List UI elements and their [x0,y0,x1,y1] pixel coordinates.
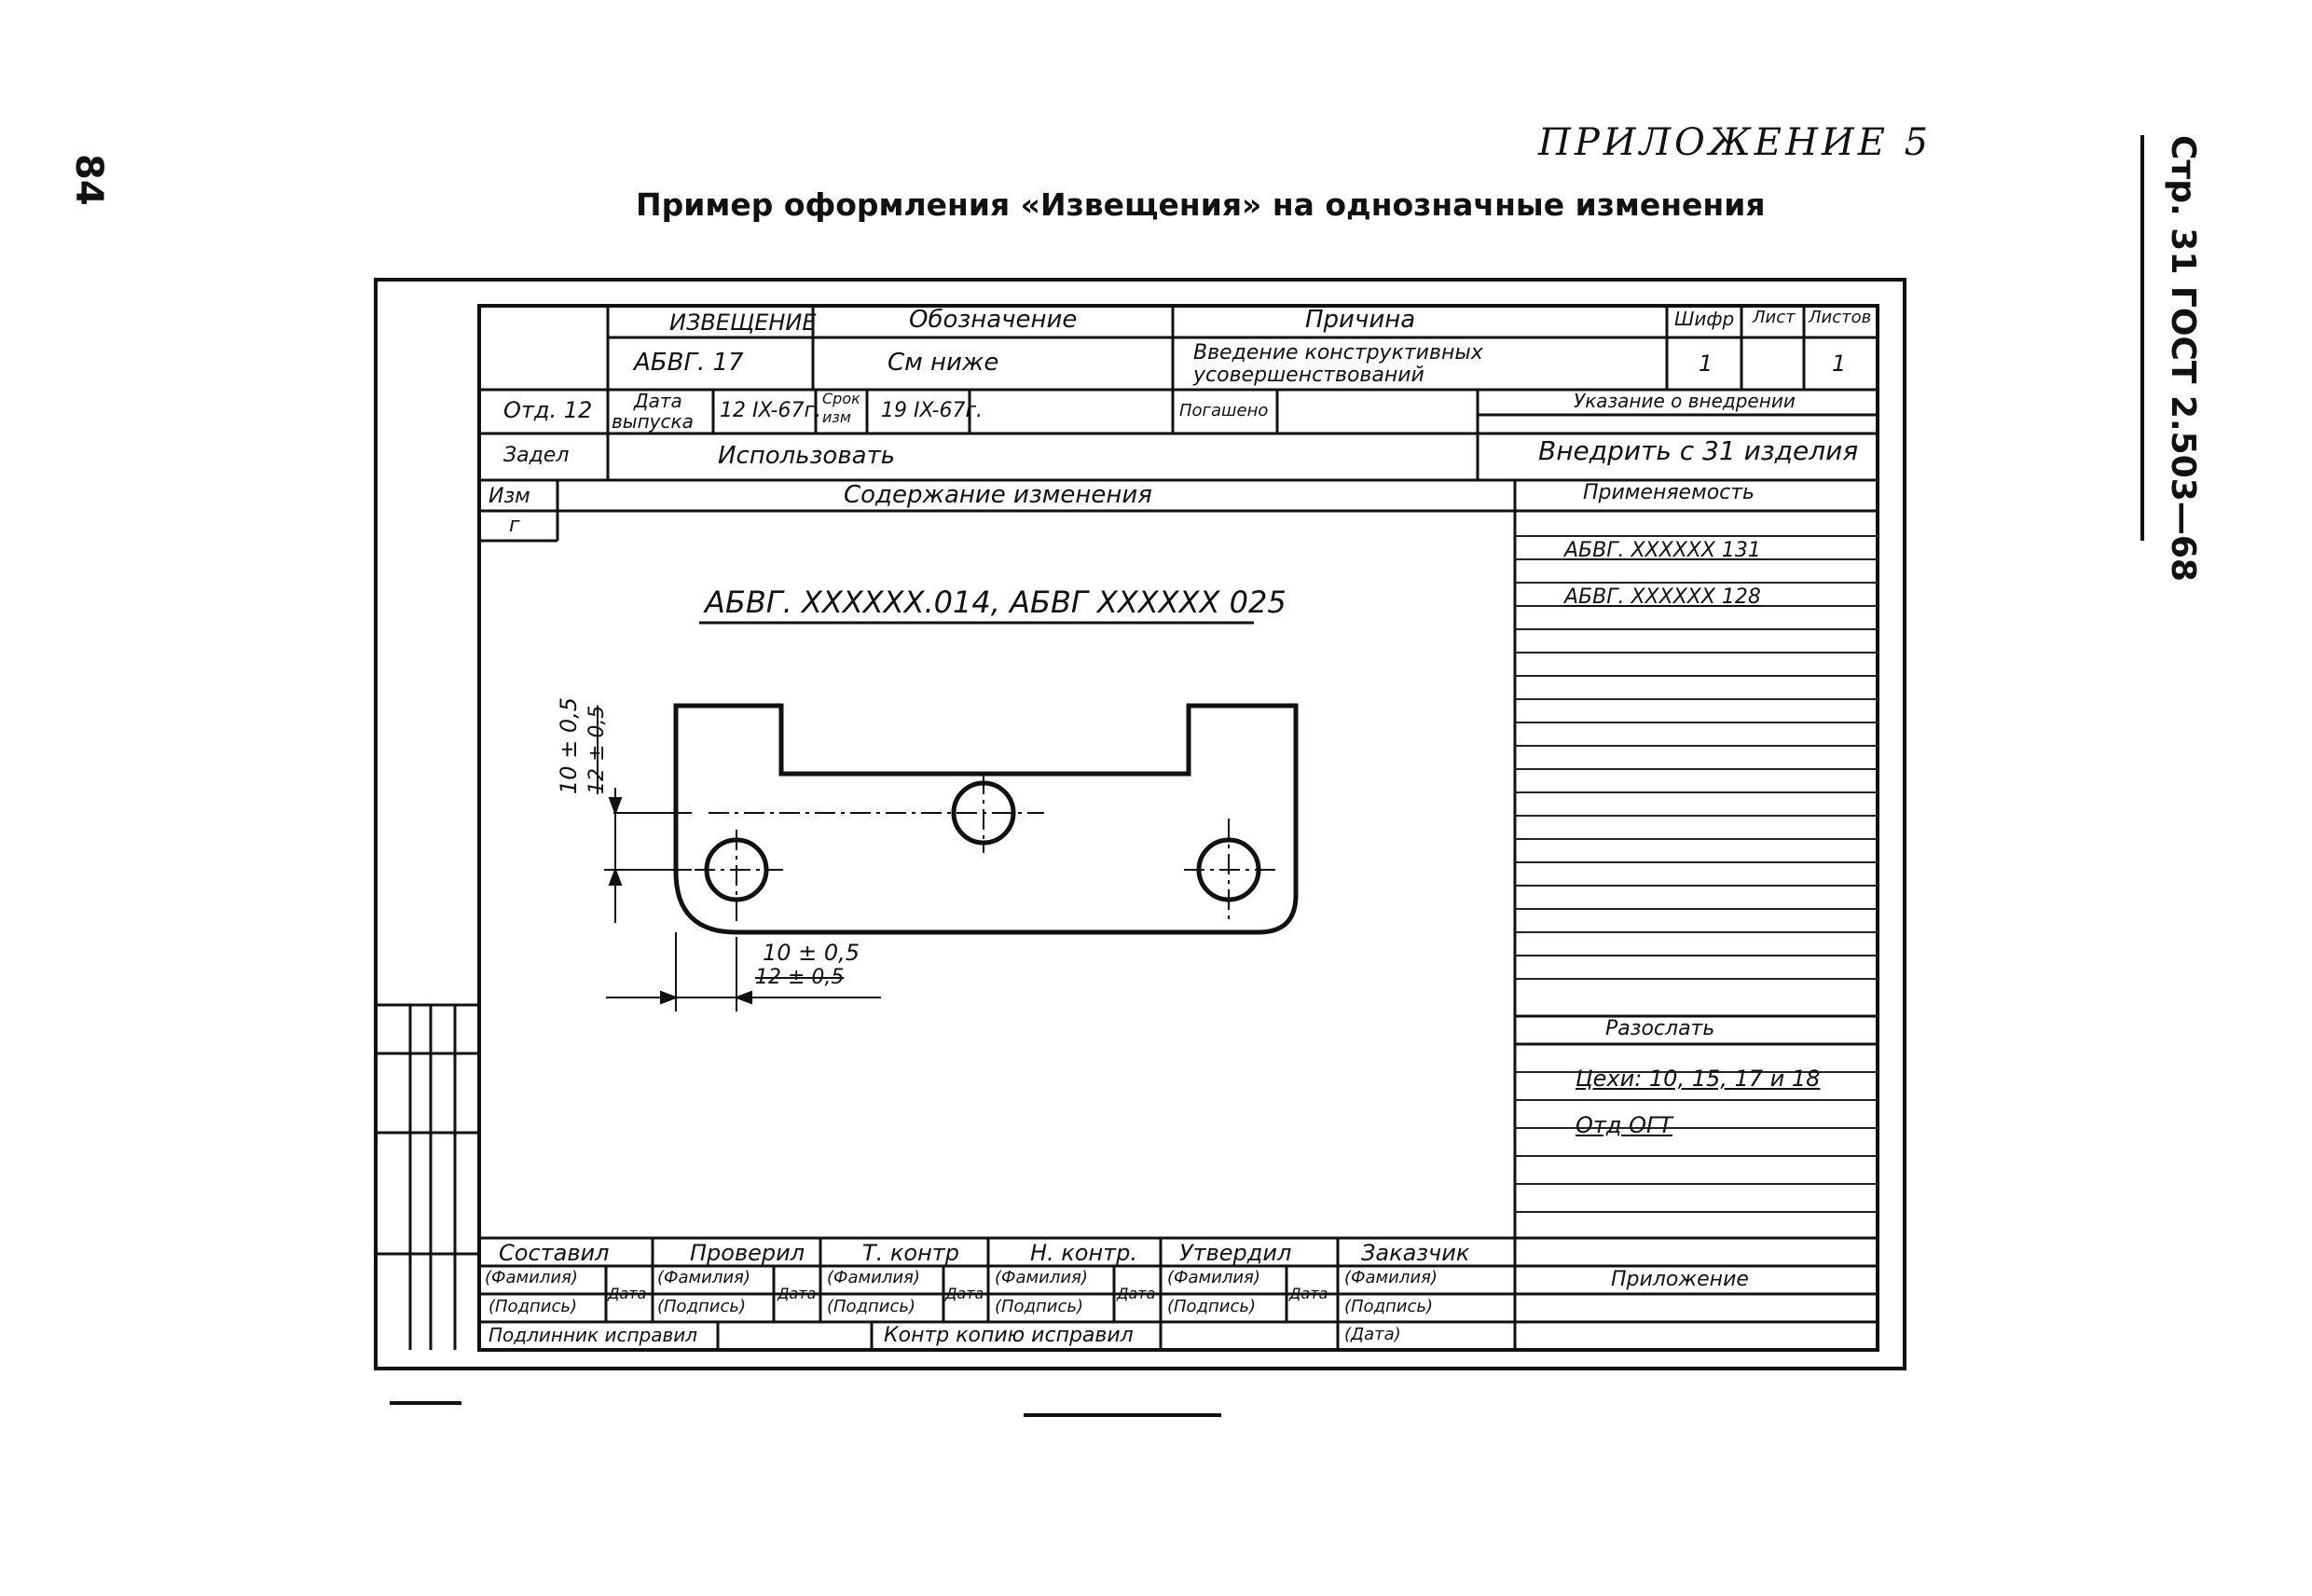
page-heading: Пример оформления «Извещения» на однозна… [636,186,1766,223]
issue-date-label-2: выпуска [612,410,694,433]
change-term-value: 19 IX-67г. [881,399,984,422]
surname-field: (Фамилия) [485,1268,578,1287]
dim-vertical-old: 12 ± 0,5 [585,705,609,794]
designation-label: Обозначение [909,306,1078,334]
part-drawing [673,703,1299,935]
distribution-label: Разослать [1605,1017,1715,1040]
issue-date-value: 12 IX-67г. [720,399,822,422]
sig-checked: Проверил [690,1240,805,1266]
signature-field: (Подпись) [995,1297,1084,1316]
content-label: Содержание изменения [844,481,1152,509]
change-label: Изм [489,485,530,508]
signature-field: (Подпись) [657,1297,747,1316]
implementation-value: Внедрить с 31 изделия [1538,435,1859,466]
notice-label: ИЗВЕЩЕНИЕ [669,310,817,336]
dim-vertical-new: 10 ± 0,5 [556,696,582,794]
implementation-label: Указание о внедрении [1574,390,1796,412]
date-field: Дата [608,1285,647,1302]
dept-label: Отд. 12 [503,397,593,423]
sig-compiled: Составил [499,1240,610,1266]
original-fixed-label: Подлинник исправил [489,1324,698,1346]
change-term-label-1: Срок [822,390,860,407]
issue-date-label-1: Дата [634,390,682,412]
distribution-line-1: Цехи: 10, 15, 17 и 18 [1576,1066,1821,1092]
applicability-item: АБВГ. XXXXXX 128 [1564,585,1761,609]
signature-field: (Подпись) [489,1297,578,1316]
signature-field: (Подпись) [1167,1297,1257,1316]
attachment-label: Приложение [1611,1268,1749,1291]
dim-horizontal-new: 10 ± 0,5 [763,940,860,966]
change-value: г [509,514,520,537]
copy-fixed-label: Контр копию исправил [884,1324,1134,1347]
side-rule [2140,135,2144,541]
backlog-label: Задел [503,444,570,467]
applicability-item: АБВГ. XXXXXX 131 [1564,539,1761,562]
distribution-line-2: Отд ОГТ [1576,1112,1673,1138]
applicability-label: Применяемость [1583,481,1755,504]
dim-horizontal-old: 12 ± 0,5 [755,966,845,989]
sig-customer: Заказчик [1361,1240,1470,1266]
surname-field: (Фамилия) [1167,1268,1260,1287]
sheets-label: Листов [1809,308,1872,327]
notice-value: АБВГ. 17 [634,349,744,377]
reason-value-1: Введение конструктивных [1193,341,1483,365]
backlog-value: Использовать [718,442,896,470]
surname-field: (Фамилия) [995,1268,1088,1287]
appendix-title: ПРИЛОЖЕНИЕ 5 [1538,121,1933,164]
date-field: Дата [945,1285,984,1302]
date-field: Дата [778,1285,817,1302]
sheets-value: 1 [1832,351,1847,377]
drawing-title: АБВГ. XXXXXX.014, АБВГ XXXXXX 025 [705,585,1287,620]
change-term-label-2: изм [822,408,851,426]
surname-field: (Фамилия) [1344,1268,1438,1287]
sig-n-control: Н. контр. [1030,1240,1138,1266]
date-field: Дата [1289,1285,1328,1302]
sig-t-control: Т. контр [862,1240,960,1266]
sig-approved: Утвердил [1179,1240,1292,1266]
code-label: Шифр [1674,308,1735,330]
surname-field: (Фамилия) [657,1268,750,1287]
repaid-label: Погашено [1179,401,1269,420]
designation-value: См ниже [888,349,999,377]
reason-value-2: усовершенствований [1193,364,1424,387]
sheet-label: Лист [1753,308,1796,327]
signature-field: (Подпись) [1344,1297,1434,1316]
reason-label: Причина [1305,306,1416,334]
signature-field: (Подпись) [827,1297,916,1316]
surname-field: (Фамилия) [827,1268,920,1287]
date-paren-field: (Дата) [1344,1325,1401,1344]
code-value: 1 [1699,351,1713,377]
date-field: Дата [1117,1285,1156,1302]
